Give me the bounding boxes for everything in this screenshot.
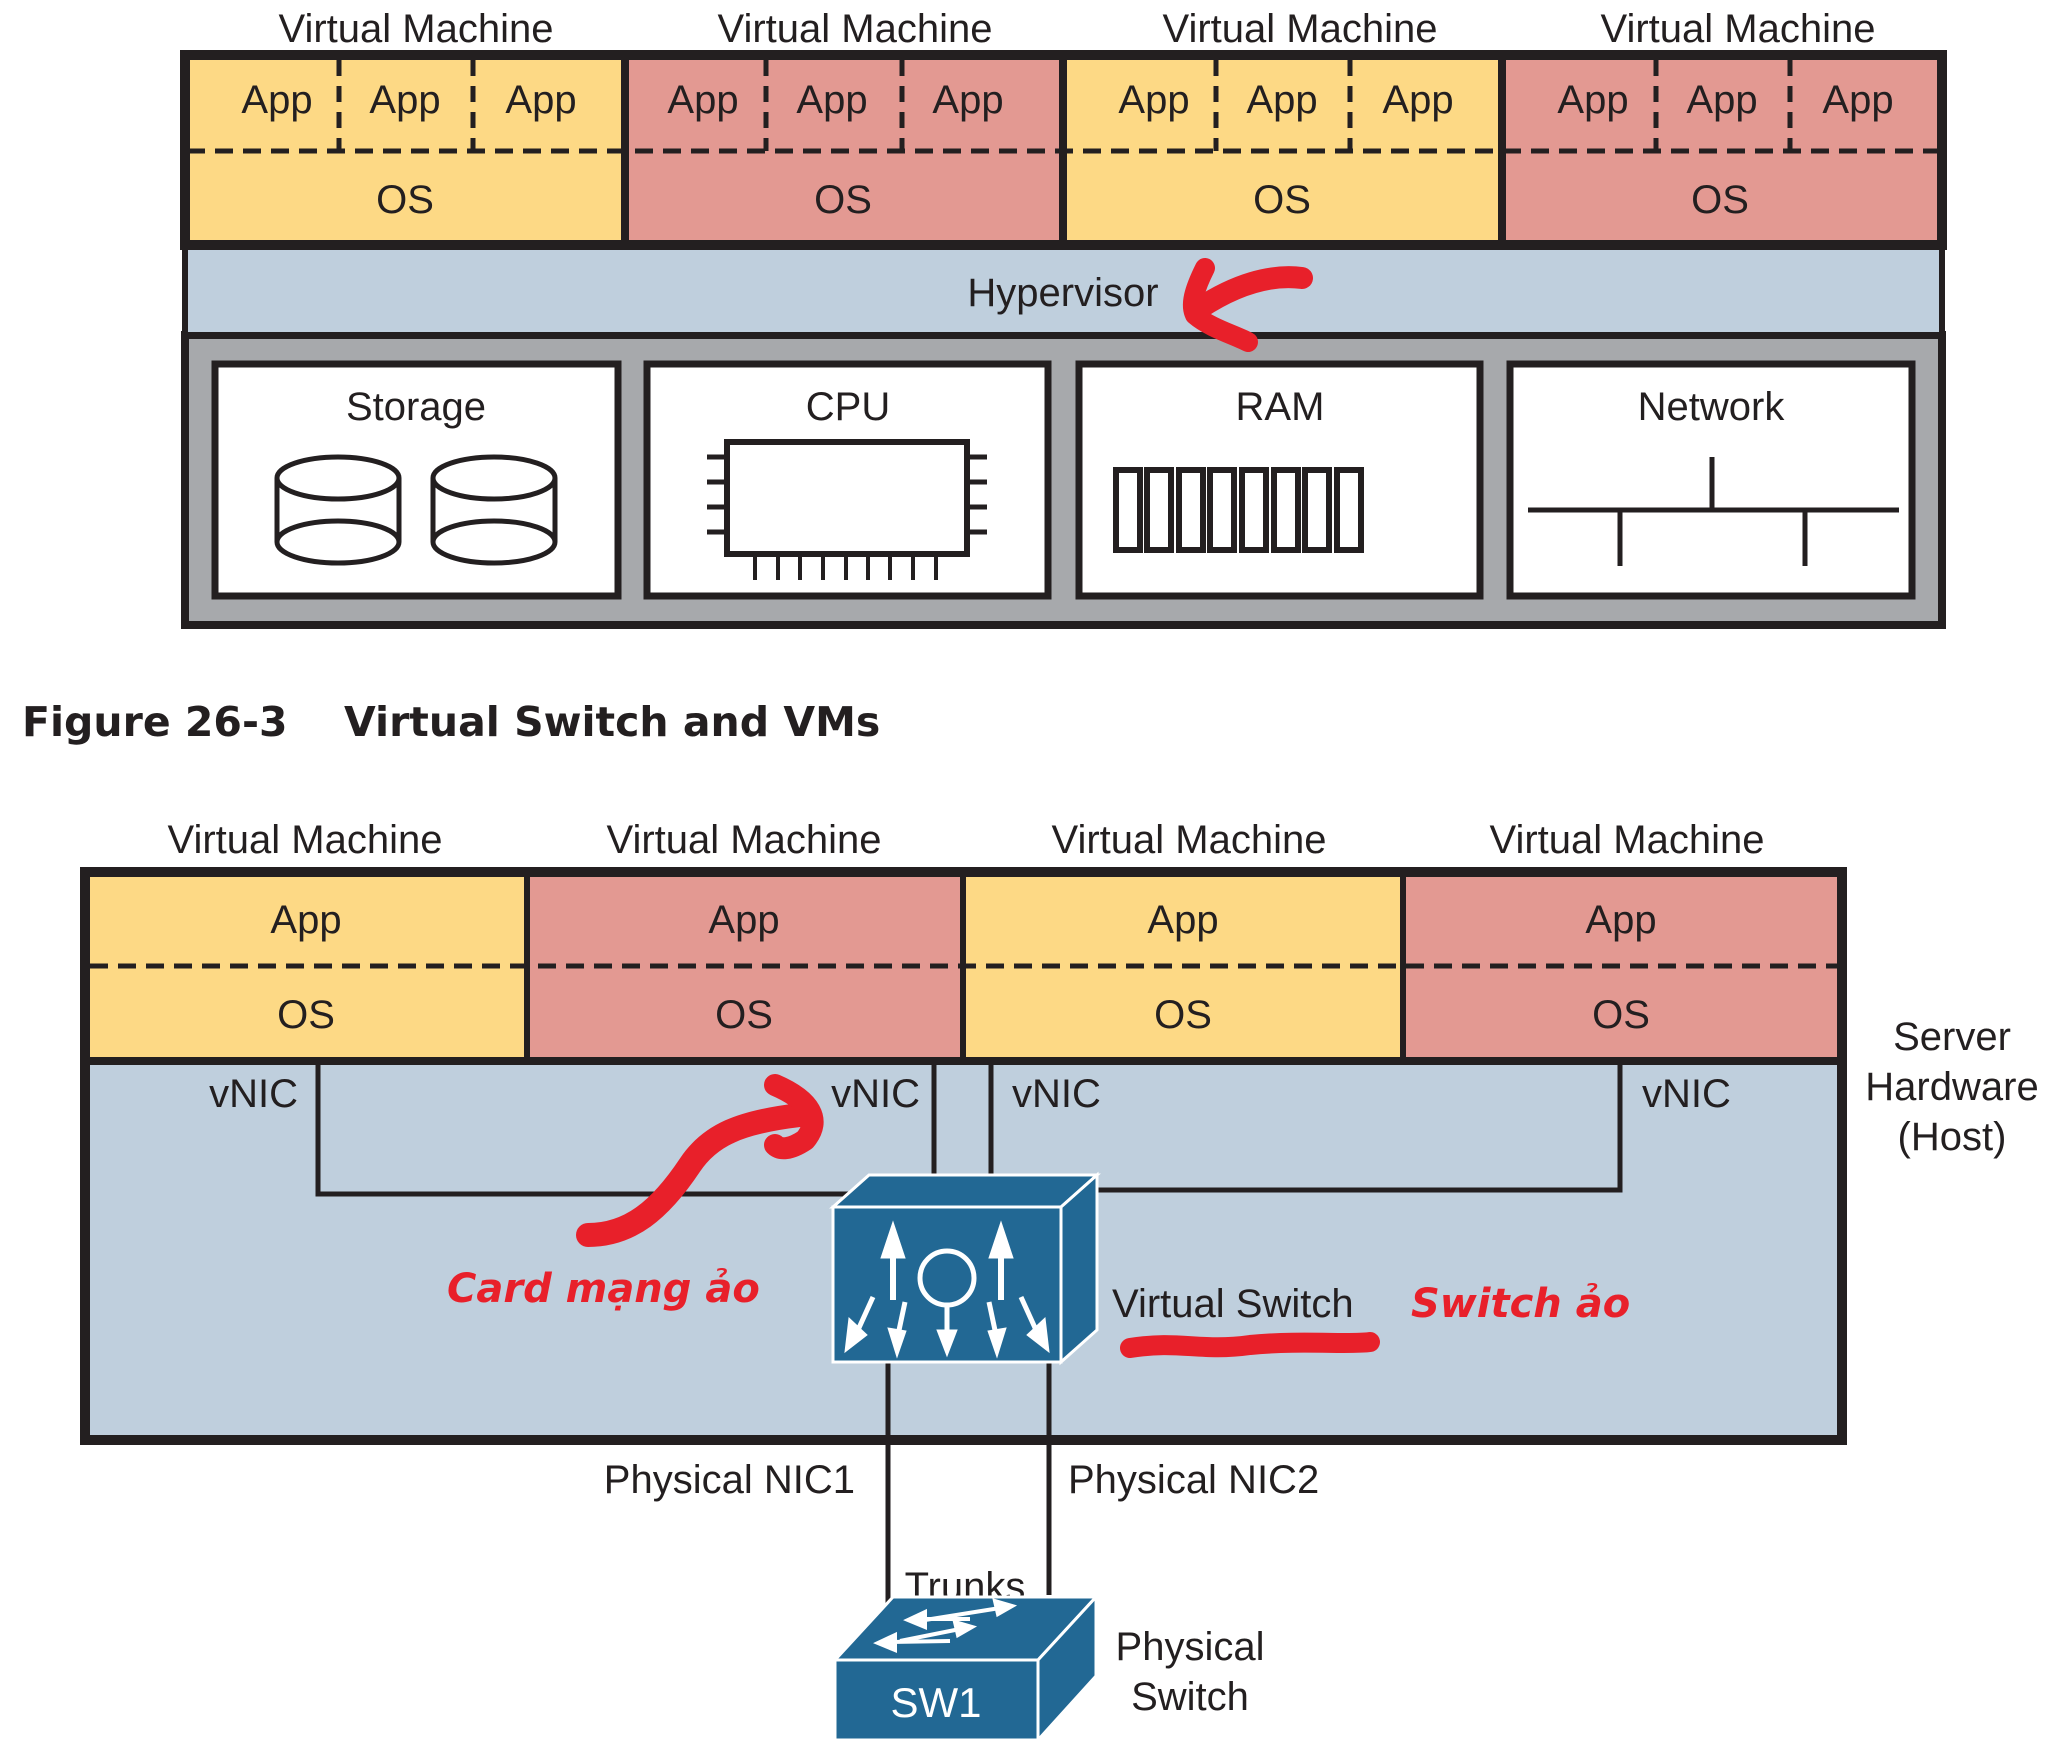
- top-vm-title: Virtual Machine: [1163, 7, 1438, 51]
- hardware-network: Network: [1506, 360, 1916, 600]
- bottom-diagram: Virtual Machine Virtual Machine Virtual …: [80, 818, 2039, 1741]
- bottom-vm-title: Virtual Machine: [168, 818, 443, 862]
- app-label: App: [667, 78, 738, 122]
- top-diagram: Virtual Machine Virtual Machine Virtual …: [180, 7, 1947, 629]
- top-app-labels: App App App App App App App App App App …: [241, 78, 1893, 122]
- os-label: OS: [814, 178, 872, 222]
- hardware-cpu: CPU: [643, 360, 1052, 600]
- os-label: OS: [277, 993, 335, 1037]
- vnic-arrow-annotation: [576, 1074, 824, 1247]
- figure-caption: Figure 26-3 Virtual Switch and VMs: [22, 698, 880, 746]
- host-label-line: Server: [1893, 1015, 2011, 1059]
- os-label: OS: [1592, 993, 1650, 1037]
- hypervisor-arrow-annotation: [1182, 258, 1313, 352]
- os-label: OS: [1253, 178, 1311, 222]
- app-label: App: [369, 78, 440, 122]
- host-label-line: (Host): [1898, 1115, 2007, 1159]
- app-label: App: [1246, 78, 1317, 122]
- hardware-label: RAM: [1236, 385, 1325, 429]
- physical-switch-icon: SW1: [831, 1593, 1100, 1741]
- vnic-label: vNIC: [209, 1072, 298, 1116]
- figure-title: Virtual Switch and VMs: [344, 698, 880, 746]
- physical-switch-label: Switch: [1131, 1675, 1249, 1719]
- app-label: App: [1118, 78, 1189, 122]
- network-bus-icon: [1528, 457, 1899, 566]
- physical-nic1-label: Physical NIC1: [604, 1458, 855, 1502]
- cpu-chip-icon: [707, 439, 987, 580]
- app-label: App: [708, 898, 779, 942]
- hardware-label: Network: [1638, 385, 1786, 429]
- hypervisor-layer: [182, 242, 1945, 338]
- top-vm-title: Virtual Machine: [718, 7, 993, 51]
- vnic-label: vNIC: [831, 1072, 920, 1116]
- vnic-label: vNIC: [1642, 1072, 1731, 1116]
- app-label: App: [1585, 898, 1656, 942]
- vswitch-annotation: Switch ảo: [1411, 1281, 1630, 1327]
- app-label: App: [1822, 78, 1893, 122]
- switch-name: SW1: [890, 1679, 981, 1726]
- top-vm-title: Virtual Machine: [279, 7, 554, 51]
- hardware-storage: Storage: [211, 360, 622, 600]
- top-vm-title: Virtual Machine: [1601, 7, 1876, 51]
- trunk-links: [885, 1440, 1052, 1612]
- database-icon: [274, 454, 558, 566]
- app-label: App: [932, 78, 1003, 122]
- os-label: OS: [1691, 178, 1749, 222]
- bottom-vm-title: Virtual Machine: [607, 818, 882, 862]
- app-label: App: [270, 898, 341, 942]
- app-label: App: [796, 78, 867, 122]
- bottom-vm-title: Virtual Machine: [1052, 818, 1327, 862]
- hardware-ram: RAM: [1075, 360, 1484, 600]
- app-label: App: [241, 78, 312, 122]
- hypervisor-label: Hypervisor: [967, 271, 1158, 315]
- app-label: App: [1557, 78, 1628, 122]
- app-label: App: [1382, 78, 1453, 122]
- os-label: OS: [715, 993, 773, 1037]
- vnic-annotation: Card mạng ảo: [447, 1266, 760, 1312]
- vnic-label: vNIC: [1012, 1072, 1101, 1116]
- virtual-switch-label: Virtual Switch: [1112, 1282, 1354, 1326]
- hardware-label: CPU: [806, 385, 890, 429]
- vswitch-underline-annotation: [1120, 1332, 1380, 1358]
- figure-number: Figure 26-3: [22, 698, 288, 746]
- app-label: App: [1147, 898, 1218, 942]
- host-label: Server Hardware (Host): [1865, 1015, 2038, 1159]
- hardware-label: Storage: [346, 385, 486, 429]
- physical-nic2-label: Physical NIC2: [1068, 1458, 1319, 1502]
- app-label: App: [1686, 78, 1757, 122]
- os-label: OS: [376, 178, 434, 222]
- os-label: OS: [1154, 993, 1212, 1037]
- virtual-switch-icon: [829, 1171, 1101, 1366]
- vnic-links: [315, 1061, 1623, 1440]
- app-label: App: [505, 78, 576, 122]
- ram-modules-icon: [1113, 467, 1364, 553]
- physical-switch-label: Physical: [1116, 1625, 1265, 1669]
- host-label-line: Hardware: [1865, 1065, 2038, 1109]
- app-dividers: [336, 60, 1793, 151]
- bottom-vm-title: Virtual Machine: [1490, 818, 1765, 862]
